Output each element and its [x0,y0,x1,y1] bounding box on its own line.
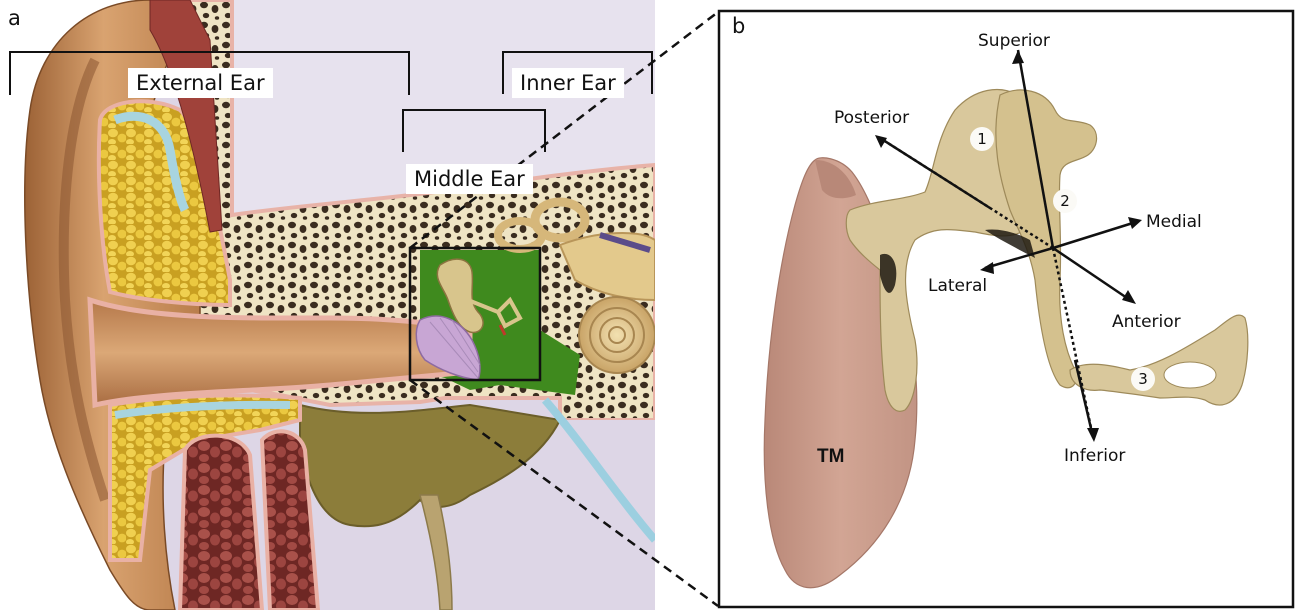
panel-b-letter: b [732,14,745,38]
muscle-bundle-1 [180,436,262,610]
posterior-label: Posterior [834,108,909,128]
stapes-opening [1164,362,1216,388]
tm-label: TM [817,446,844,468]
ossicle-number-2: 2 [1053,189,1077,213]
external-ear-label: External Ear [128,68,273,98]
panel-a-letter: a [8,6,21,30]
middle-ear-label: Middle Ear [406,164,533,194]
medial-label: Medial [1146,212,1202,232]
anterior-label: Anterior [1112,312,1181,332]
ossicle-number-3: 3 [1131,367,1155,391]
inner-ear-label: Inner Ear [512,68,624,98]
superior-label: Superior [978,31,1050,51]
inferior-label: Inferior [1064,446,1125,466]
ossicle-number-1: 1 [970,127,994,151]
lateral-label: Lateral [928,276,987,296]
